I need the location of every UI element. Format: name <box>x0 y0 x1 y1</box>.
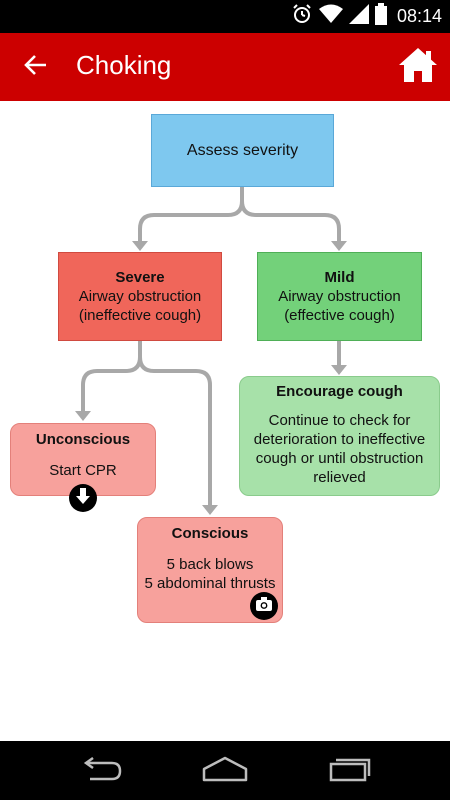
choking-flowchart: Assess severity Severe Airway obstructio… <box>0 101 450 741</box>
encourage-line2: deterioration to ineffective <box>253 431 426 448</box>
connector-severe-conscious <box>138 355 212 509</box>
start-cpr-label: Start CPR <box>49 462 117 479</box>
conscious-title: Conscious <box>171 525 249 542</box>
connector-assess-severe <box>138 185 244 245</box>
status-time: 08:14 <box>396 6 442 26</box>
encourage-cough-title: Encourage cough <box>276 383 403 400</box>
conscious-media-button[interactable] <box>250 592 278 620</box>
status-icons: 08:14 <box>291 0 442 33</box>
unconscious-box: Unconscious Start CPR <box>10 423 156 496</box>
status-bar: 08:14 <box>0 0 450 33</box>
nav-back-icon <box>78 756 122 786</box>
start-cpr-button[interactable] <box>69 484 97 512</box>
system-nav-bar <box>0 741 450 800</box>
battery-icon <box>374 3 387 30</box>
conscious-line2: 5 abdominal thrusts <box>144 575 276 592</box>
unconscious-title: Unconscious <box>35 431 131 448</box>
nav-recents-button[interactable] <box>320 751 380 791</box>
mild-line2: (effective cough) <box>284 307 395 324</box>
nav-home-button[interactable] <box>195 751 255 791</box>
nav-recents-icon <box>328 756 372 787</box>
encourage-line1: Continue to check for <box>268 412 411 429</box>
connector-severe-unconscious <box>81 339 142 415</box>
conscious-box: Conscious 5 back blows 5 abdominal thrus… <box>137 517 283 623</box>
encourage-cough-box: Encourage cough Continue to check for de… <box>239 376 440 496</box>
assess-severity-box: Assess severity <box>151 114 334 187</box>
encourage-line4: relieved <box>313 469 366 486</box>
wifi-icon <box>318 4 343 29</box>
severe-line1: Airway obstruction <box>78 288 202 305</box>
mild-title: Mild <box>324 269 355 286</box>
download-arrow-icon <box>75 487 91 510</box>
home-button[interactable] <box>394 43 442 91</box>
severe-box: Severe Airway obstruction (ineffective c… <box>58 252 222 341</box>
connector-assess-mild <box>240 199 341 245</box>
nav-home-icon <box>201 756 249 787</box>
conscious-line1: 5 back blows <box>166 556 254 573</box>
flowchart-connectors <box>75 185 347 515</box>
page-title: Choking <box>76 50 172 80</box>
arrowhead-severe <box>132 241 148 251</box>
camera-icon <box>255 596 273 617</box>
arrowhead-unconscious <box>75 411 91 421</box>
arrowhead-mild <box>331 241 347 251</box>
mild-box: Mild Airway obstruction (effective cough… <box>257 252 422 341</box>
back-arrow-icon <box>24 53 48 82</box>
back-button[interactable] <box>16 47 56 87</box>
severe-line2: (ineffective cough) <box>78 307 202 324</box>
home-icon <box>398 47 438 88</box>
mild-line1: Airway obstruction <box>278 288 401 305</box>
encourage-line3: cough or until obstruction <box>255 450 424 467</box>
arrowhead-encourage <box>331 365 347 375</box>
signal-icon <box>348 4 369 29</box>
app-bar: Choking <box>0 33 450 101</box>
arrowhead-conscious <box>202 505 218 515</box>
alarm-icon <box>291 3 313 30</box>
severe-title: Severe <box>115 269 165 286</box>
nav-back-button[interactable] <box>70 751 130 791</box>
assess-severity-label: Assess severity <box>186 142 299 159</box>
